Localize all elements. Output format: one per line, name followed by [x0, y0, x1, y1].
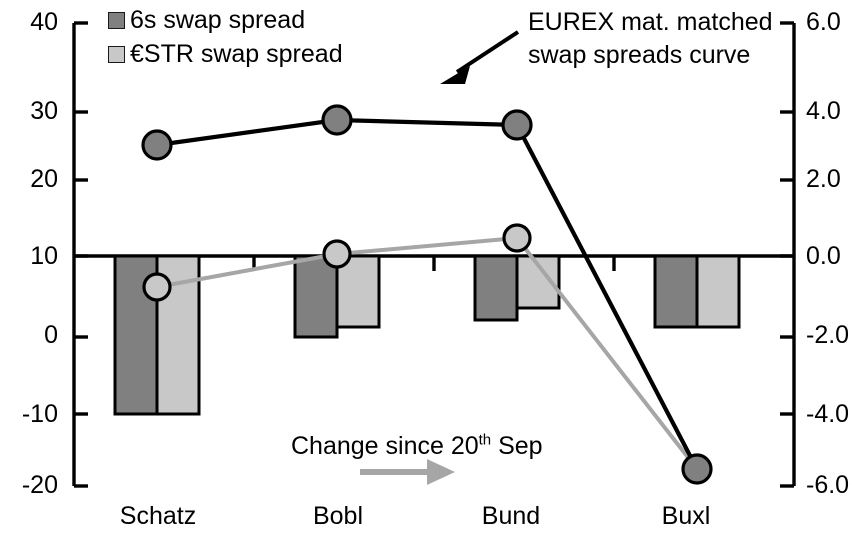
left-axis-tick-neg20: -20 — [21, 471, 58, 499]
x-axis-label-bobl: Bobl — [312, 502, 364, 530]
change-since-ordinal: th — [478, 431, 492, 449]
marker-change-bund — [502, 223, 532, 253]
eurex-pointer-arrow-icon — [440, 30, 520, 84]
change-direction-arrow-icon — [360, 459, 455, 485]
change-since-prefix: Change since 20 — [291, 432, 479, 460]
right-axis-tick-6: 6.0 — [806, 8, 841, 36]
right-axis-tick-neg2: -2.0 — [806, 321, 850, 349]
x-axis-label-schatz: Schatz — [119, 502, 197, 530]
right-axis-tick-0: 0.0 — [806, 242, 841, 270]
legend-item-6s-swap-spread: 6s swap spread — [108, 8, 305, 33]
marker-change-bobl — [322, 239, 352, 269]
right-axis-tick-neg6: -6.0 — [806, 471, 850, 499]
bar-6s-bobl — [293, 254, 339, 339]
left-axis-tick-0: 0 — [44, 321, 58, 349]
legend-label-estr-swap-spread: €STR swap spread — [130, 40, 343, 68]
left-axis-tick-30: 30 — [30, 97, 58, 125]
change-since-note: Change since 20th Sep — [291, 432, 543, 461]
left-axis-tick-neg10: -10 — [21, 400, 58, 428]
legend-swatch-estr-swap-spread — [108, 46, 125, 63]
x-axis-label-buxl: Buxl — [661, 502, 711, 530]
bar-group-buxl — [653, 254, 741, 329]
left-axis-tick-40: 40 — [30, 8, 58, 36]
eurex-curve-note-line2: swap spreads curve — [528, 41, 751, 69]
bar-6s-buxl — [653, 254, 699, 329]
marker-eurex-bobl — [321, 104, 353, 136]
change-since-suffix: Sep — [491, 432, 543, 460]
left-axis-tick-20: 20 — [30, 165, 58, 193]
right-axis-tick-4: 4.0 — [806, 97, 841, 125]
x-axis-label-bund: Bund — [481, 502, 541, 530]
legend-swatch-6s-swap-spread — [108, 12, 125, 29]
change-since-line-series — [142, 223, 699, 471]
marker-change-schatz — [142, 272, 172, 302]
marker-eurex-schatz — [141, 129, 173, 161]
eurex-curve-note-line1: EUREX mat. matched — [528, 8, 773, 36]
bar-6s-bund — [473, 254, 519, 322]
bar-estr-bobl — [335, 254, 381, 329]
legend-item-estr-swap-spread: €STR swap spread — [108, 42, 343, 67]
bar-group-bobl — [293, 254, 381, 339]
marker-eurex-bund — [501, 109, 533, 141]
bar-group-bund — [473, 254, 561, 322]
marker-eurex-buxl — [681, 453, 713, 485]
left-axis-tick-10: 10 — [30, 242, 58, 270]
eurex-curve-series — [141, 104, 713, 485]
legend-label-6s-swap-spread: 6s swap spread — [130, 6, 306, 34]
right-axis-tick-2: 2.0 — [806, 165, 841, 193]
bar-estr-buxl — [695, 254, 741, 329]
right-axis-tick-neg4: -4.0 — [806, 400, 850, 428]
